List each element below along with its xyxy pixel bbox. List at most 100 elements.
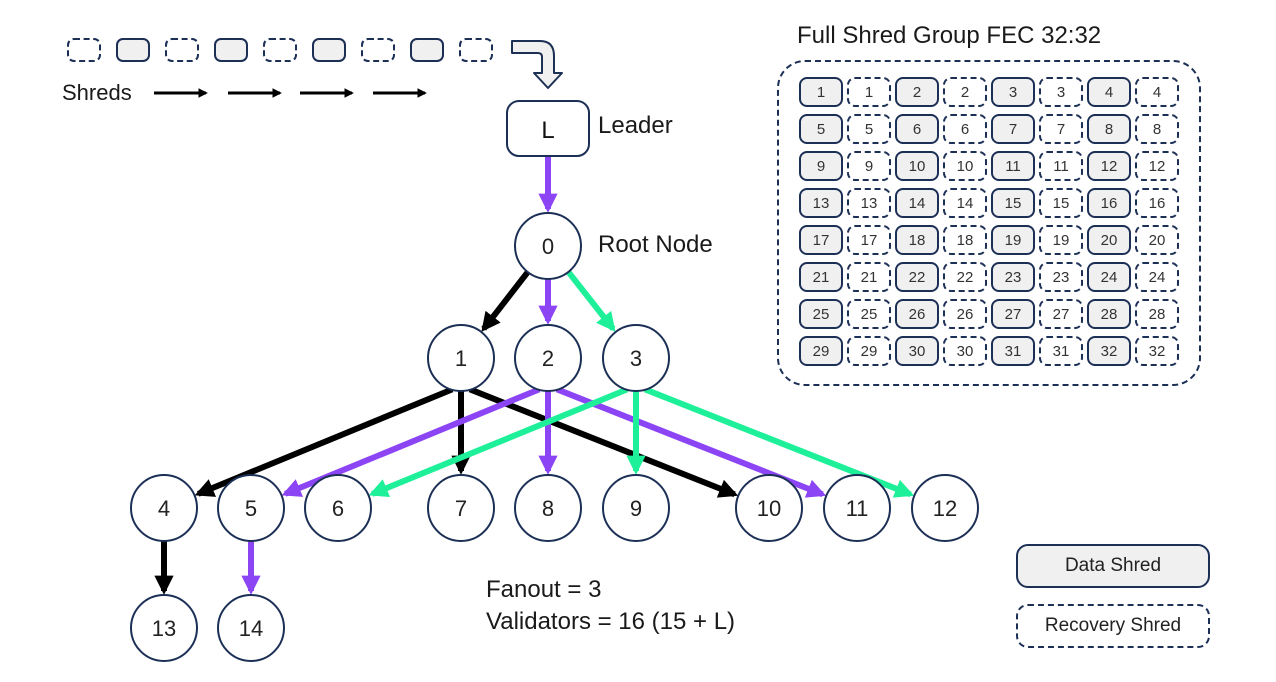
node-circle: [735, 474, 803, 542]
tree-node-8: 8: [514, 474, 582, 542]
tree-node-13: 13: [130, 594, 198, 662]
tree-node-6: 6: [304, 474, 372, 542]
fec-data-shred: 16: [1087, 188, 1131, 218]
leader-node: [506, 100, 590, 157]
fec-recovery-shred: 5: [847, 114, 891, 144]
fec-data-shred: 27: [991, 299, 1035, 329]
fec-recovery-shred: 2: [943, 77, 987, 107]
curved-down-arrow-icon: [511, 40, 563, 89]
fec-data-shred: 9: [799, 151, 843, 181]
fec-data-shred: 17: [799, 225, 843, 255]
fec-group-frame: [777, 60, 1201, 386]
fec-recovery-shred: 21: [847, 262, 891, 292]
fec-recovery-shred: 15: [1039, 188, 1083, 218]
node-label: 11: [846, 496, 869, 521]
fec-recovery-shred: 8: [1135, 114, 1179, 144]
fec-data-shred: 20: [1087, 225, 1131, 255]
fec-data-shred: 14: [895, 188, 939, 218]
fec-data-shred: 8: [1087, 114, 1131, 144]
root-node-label: Root Node: [598, 231, 713, 258]
fec-recovery-shred: 19: [1039, 225, 1083, 255]
node-label: 5: [245, 496, 257, 521]
fec-data-shred: 1: [799, 77, 843, 107]
fec-recovery-shred: 20: [1135, 225, 1179, 255]
fec-data-shred: 3: [991, 77, 1035, 107]
fec-recovery-shred: 26: [943, 299, 987, 329]
recovery-shred-icon: [165, 38, 199, 62]
fec-data-shred: 6: [895, 114, 939, 144]
fec-data-shred: 26: [895, 299, 939, 329]
fec-data-shred: 13: [799, 188, 843, 218]
node-label: 7: [455, 496, 467, 521]
node-circle: [130, 474, 198, 542]
fec-title: Full Shred Group FEC 32:32: [797, 22, 1102, 49]
edge-0-to-3: [566, 270, 616, 332]
fec-recovery-shred: 18: [943, 225, 987, 255]
legend-recovery-shred: Recovery Shred: [1016, 604, 1210, 648]
node-circle: [130, 594, 198, 662]
node-circle: [823, 474, 891, 542]
fec-data-shred: 4: [1087, 77, 1131, 107]
tree-node-4: 4: [130, 474, 198, 542]
node-label: 2: [542, 346, 554, 371]
fec-recovery-shred: 7: [1039, 114, 1083, 144]
node-circle: [304, 474, 372, 542]
leader-label: Leader: [598, 112, 673, 139]
tree-node-3: 3: [602, 324, 670, 392]
fec-recovery-shred: 31: [1039, 336, 1083, 366]
fec-recovery-shred: 12: [1135, 151, 1179, 181]
fec-recovery-shred: 4: [1135, 77, 1179, 107]
data-shred-icon: [214, 38, 248, 62]
tree-node-12: 12: [911, 474, 979, 542]
fec-recovery-shred: 23: [1039, 262, 1083, 292]
legend-data-shred: Data Shred: [1016, 544, 1210, 588]
fec-recovery-shred: 13: [847, 188, 891, 218]
node-circle: [911, 474, 979, 542]
fec-recovery-shred: 16: [1135, 188, 1179, 218]
fec-recovery-shred: 29: [847, 336, 891, 366]
node-label: 13: [152, 616, 176, 641]
data-shred-icon: [116, 38, 150, 62]
fec-recovery-shred: 14: [943, 188, 987, 218]
leader-glyph: L: [541, 117, 554, 144]
fec-recovery-shred: 6: [943, 114, 987, 144]
validators-text: Validators = 16 (15 + L): [486, 608, 736, 635]
fec-recovery-shred: 10: [943, 151, 987, 181]
fec-recovery-shred: 24: [1135, 262, 1179, 292]
recovery-shred-icon: [263, 38, 297, 62]
node-label: 9: [630, 496, 642, 521]
fec-recovery-shred: 25: [847, 299, 891, 329]
node-circle: [602, 324, 670, 392]
fec-data-shred: 24: [1087, 262, 1131, 292]
fec-recovery-shred: 30: [943, 336, 987, 366]
edge-1-to-10: [468, 386, 739, 498]
data-shred-icon: [312, 38, 346, 62]
fec-data-shred: 2: [895, 77, 939, 107]
fec-recovery-shred: 11: [1039, 151, 1083, 181]
fec-data-shred: 29: [799, 336, 843, 366]
node-label: 4: [158, 496, 170, 521]
node-circle: [427, 324, 495, 392]
node-circle: [514, 212, 582, 280]
node-circle: [427, 474, 495, 542]
tree-node-10: 10: [735, 474, 803, 542]
node-circle: [514, 474, 582, 542]
fec-data-shred: 12: [1087, 151, 1131, 181]
fanout-text: Fanout = 3: [486, 576, 602, 603]
fec-data-shred: 10: [895, 151, 939, 181]
node-circle: [217, 474, 285, 542]
fec-recovery-shred: 27: [1039, 299, 1083, 329]
fec-data-shred: 19: [991, 225, 1035, 255]
node-label: 3: [630, 346, 642, 371]
tree-node-1: 1: [427, 324, 495, 392]
fec-data-shred: 32: [1087, 336, 1131, 366]
fec-recovery-shred: 9: [847, 151, 891, 181]
node-label: 0: [542, 234, 554, 259]
fec-data-shred: 7: [991, 114, 1035, 144]
fec-data-shred: 25: [799, 299, 843, 329]
fec-recovery-shred: 3: [1039, 77, 1083, 107]
fec-data-shred: 22: [895, 262, 939, 292]
info-block: Fanout = 3 Validators = 16 (15 + L): [486, 574, 735, 638]
fec-data-shred: 15: [991, 188, 1035, 218]
